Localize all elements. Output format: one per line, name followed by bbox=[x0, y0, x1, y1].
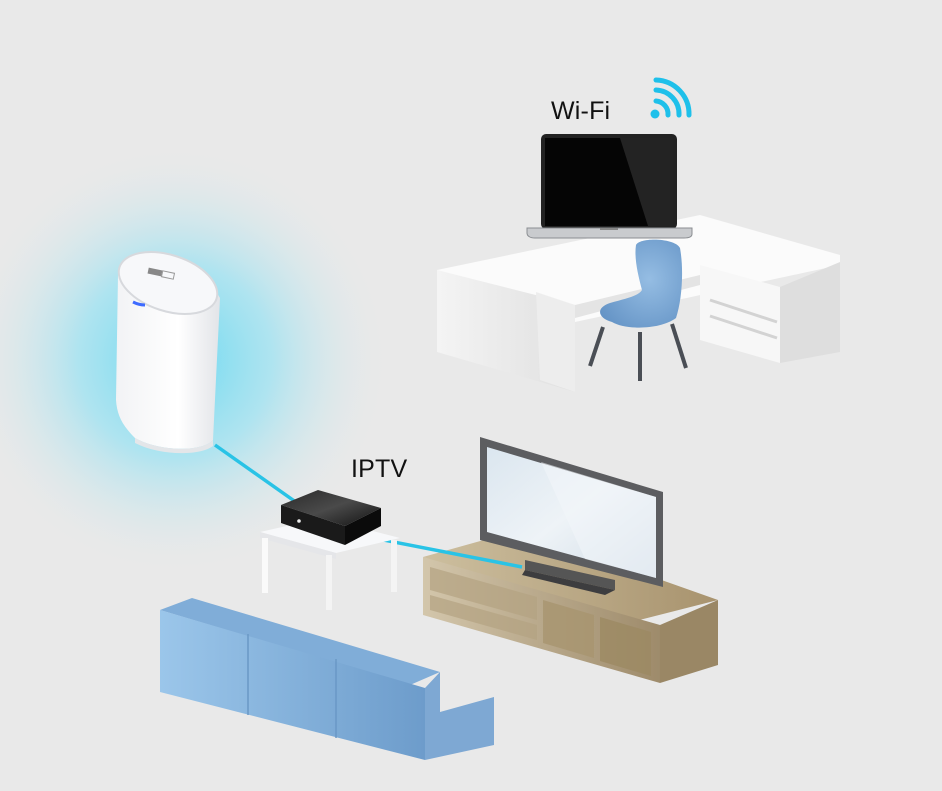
wifi-icon bbox=[650, 77, 692, 119]
chair bbox=[588, 239, 688, 381]
router-status-led bbox=[132, 300, 146, 307]
laptop bbox=[526, 134, 693, 239]
wifi-label: Wi-Fi bbox=[551, 97, 611, 125]
iptv-set-top-box bbox=[281, 490, 381, 545]
iptv-label: IPTV bbox=[351, 455, 408, 483]
television bbox=[480, 437, 663, 595]
router bbox=[116, 251, 220, 454]
sofa bbox=[160, 598, 494, 760]
router-logo bbox=[147, 267, 176, 280]
